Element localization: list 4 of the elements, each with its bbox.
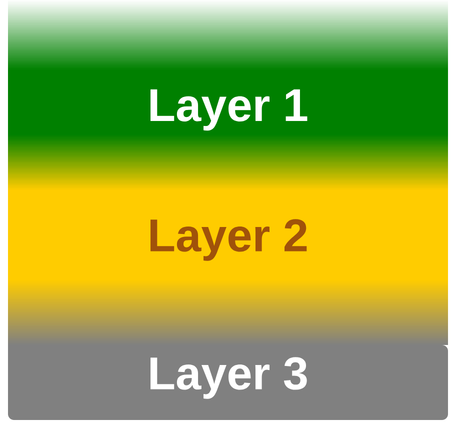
layer-band: Layer 1 xyxy=(8,0,448,190)
layer-band: Layer 3 xyxy=(8,345,448,420)
layer-band: Layer 2 xyxy=(8,190,448,345)
node-label: Layer 3 xyxy=(150,357,307,399)
